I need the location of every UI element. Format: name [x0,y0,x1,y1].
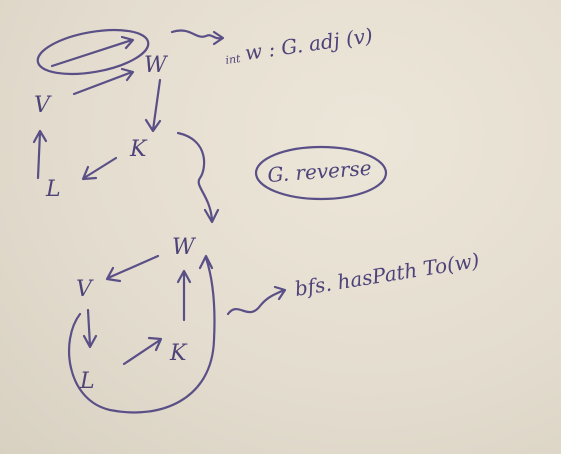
edge-arrow-v-w [72,67,135,96]
bottom-node-v: V [76,277,94,302]
iter-note-prefix: int [225,52,242,67]
transform-arrow [176,131,220,224]
top-node-l: L [45,177,61,202]
edge-arrow-w-k [144,78,162,133]
edge-arrow-w-v [105,254,160,283]
edge-arrow-v-l [82,308,98,349]
bottom-node-w: W [172,235,197,260]
iter-note: w : G. adj (v) [243,23,374,65]
top-node-k: K [129,137,148,162]
top-node-v: V [34,93,52,118]
highlight-oval [36,28,150,76]
edge-arrow-l-k [122,336,163,366]
top-node-w: W [144,53,169,78]
haspath-note: bfs. hasPath To(w) [293,248,481,301]
edge-arrow-v-w-highlight [50,35,135,68]
search-loop-arrow [68,254,216,414]
note-arrow-bfs [226,285,287,316]
edge-arrow-k-l [81,156,118,181]
edge-arrow-l-v [32,129,48,180]
edge-arrow-k-w [176,269,192,322]
reverse-note: G. reverse [267,156,373,187]
bottom-node-l: L [79,369,95,394]
note-arrow-iter [170,29,225,46]
bottom-node-k: K [169,341,188,366]
reverse-oval [254,145,388,201]
